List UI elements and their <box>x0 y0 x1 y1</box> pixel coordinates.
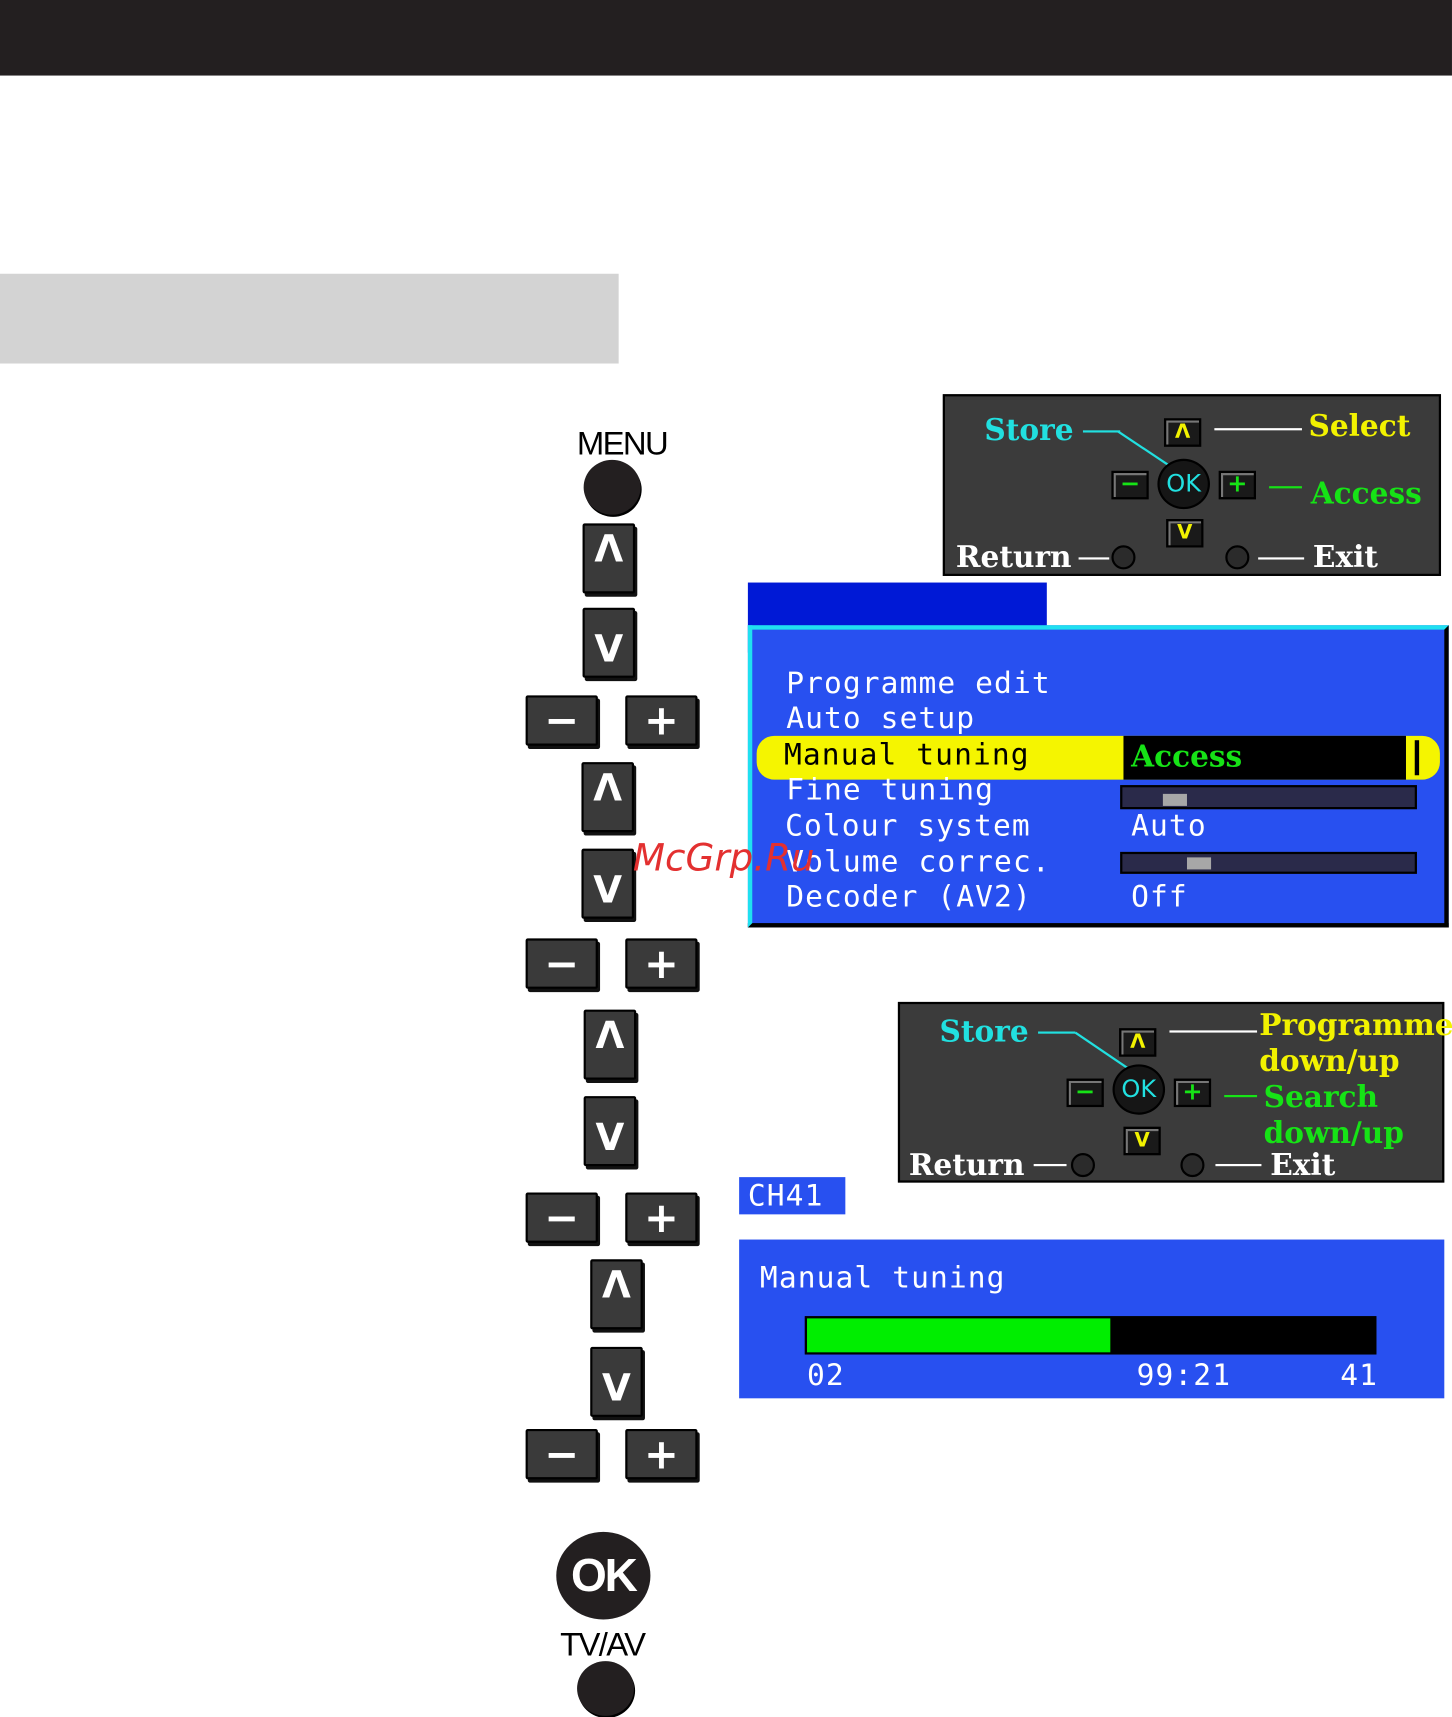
menu-item-auto-setup[interactable]: Auto setup <box>786 701 976 736</box>
up-button[interactable]: Λ <box>583 1009 637 1080</box>
down-button[interactable]: V <box>590 1346 643 1417</box>
up-button[interactable]: Λ <box>581 762 635 833</box>
store-line <box>1038 1031 1076 1034</box>
frequency-readout: 99:21 <box>1136 1358 1232 1393</box>
select-line <box>1214 428 1302 431</box>
ok-key-icon: OK <box>1112 1064 1166 1115</box>
menu-item-decoder[interactable]: Decoder (AV2) <box>786 880 1032 915</box>
plus-button[interactable]: + <box>625 938 698 989</box>
down-key-icon: V <box>1123 1126 1161 1156</box>
menu-item-programme-edit[interactable]: Programme edit <box>786 666 1051 701</box>
menu-item-colour-system[interactable]: Colour system <box>785 809 1031 844</box>
manual-tuning-title: Manual tuning <box>759 1261 1006 1296</box>
tvav-button[interactable] <box>577 1661 635 1716</box>
decoder-value: Off <box>1131 880 1188 915</box>
plus-button[interactable]: + <box>625 695 698 746</box>
up-button[interactable]: Λ <box>590 1259 643 1330</box>
menu-item-volume-correction[interactable]: Volume correc. <box>786 845 1051 880</box>
down-button[interactable]: V <box>583 1096 637 1167</box>
programme-sub-label: down/up <box>1259 1044 1400 1079</box>
tuning-progress-fill <box>807 1318 1111 1353</box>
up-key-icon: Λ <box>1163 418 1202 447</box>
menu-label: MENU <box>576 425 669 463</box>
fine-tuning-slider[interactable] <box>1120 785 1417 810</box>
watermark: McGrp.Ru <box>632 836 815 881</box>
store-label: Store <box>984 413 1074 448</box>
menu-item-fine-tuning[interactable]: Fine tuning <box>786 773 995 808</box>
plus-button[interactable]: + <box>625 1428 698 1480</box>
fine-tuning-slider-knob[interactable] <box>1162 793 1187 806</box>
access-value-box <box>1123 735 1406 780</box>
minus-button[interactable]: − <box>525 695 598 746</box>
search-label: Search <box>1263 1080 1379 1115</box>
return-key-icon <box>1070 1153 1095 1178</box>
ok-button[interactable]: OK <box>556 1531 651 1620</box>
return-label: Return <box>955 540 1072 575</box>
ok-key-icon: OK <box>1157 458 1210 510</box>
top-header-bar <box>0 0 1452 76</box>
up-key-icon: Λ <box>1119 1028 1157 1057</box>
access-line <box>1269 486 1302 489</box>
exit-key-icon <box>1180 1153 1205 1178</box>
minus-button[interactable]: − <box>525 938 598 989</box>
programme-number: 02 <box>807 1358 845 1393</box>
exit-label: Exit <box>1270 1148 1336 1183</box>
minus-button[interactable]: − <box>525 1192 598 1243</box>
return-label: Return <box>908 1148 1025 1183</box>
plus-key-icon: + <box>1218 470 1256 500</box>
search-line <box>1224 1095 1258 1098</box>
menu-button[interactable] <box>583 459 641 515</box>
highlight-end-mark <box>1414 740 1420 776</box>
store-label: Store <box>939 1015 1029 1050</box>
manual-tuning-panel: Manual tuning 02 99:21 41 <box>739 1239 1445 1399</box>
down-button[interactable]: V <box>582 607 636 678</box>
return-line <box>1033 1163 1067 1167</box>
volume-correction-slider[interactable] <box>1120 851 1417 874</box>
colour-system-value: Auto <box>1131 809 1207 844</box>
return-line <box>1078 557 1110 560</box>
minus-key-icon: − <box>1111 470 1149 500</box>
menu-item-manual-tuning[interactable]: Manual tuning <box>784 738 1030 772</box>
section-heading-band <box>0 273 619 364</box>
tuning-key-hint-panel: Store Λ Programme down/up − OK + Search … <box>897 1001 1452 1183</box>
up-button[interactable]: Λ <box>582 523 636 594</box>
key-hint-panel: Store Λ Select − OK + Access V Return Ex… <box>942 394 1442 576</box>
exit-key-icon <box>1225 545 1250 570</box>
exit-line <box>1215 1163 1262 1167</box>
plus-button[interactable]: + <box>625 1192 698 1243</box>
select-label: Select <box>1308 409 1411 444</box>
manual-tuning-value: Access <box>1131 740 1243 775</box>
search-sub-label: down/up <box>1263 1116 1404 1151</box>
volume-correction-slider-knob[interactable] <box>1186 857 1212 870</box>
access-label: Access <box>1310 477 1422 512</box>
plus-key-icon: + <box>1173 1078 1212 1108</box>
store-line <box>1082 430 1121 433</box>
down-key-icon: V <box>1166 519 1204 548</box>
minus-button[interactable]: − <box>525 1428 598 1480</box>
exit-label: Exit <box>1312 540 1378 575</box>
return-key-icon <box>1111 545 1136 570</box>
programme-label: Programme <box>1259 1008 1452 1043</box>
minus-key-icon: − <box>1066 1078 1104 1108</box>
down-button[interactable]: V <box>581 848 635 919</box>
channel-badge: CH41 <box>739 1177 846 1215</box>
programme-line <box>1169 1030 1258 1033</box>
exit-line <box>1258 557 1305 560</box>
tvav-label: TV/AV <box>560 1627 646 1664</box>
tuning-progress-bar <box>804 1316 1377 1355</box>
channel-number: 41 <box>1340 1358 1379 1393</box>
